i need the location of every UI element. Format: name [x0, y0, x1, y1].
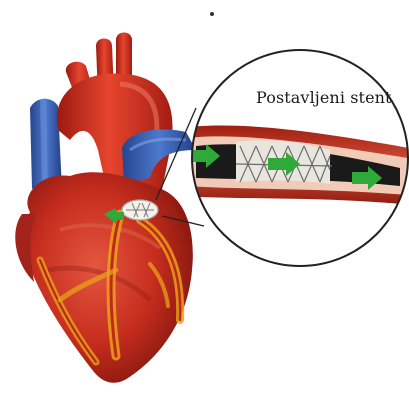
magnifier-callout — [180, 50, 409, 266]
marker-dot — [210, 12, 214, 16]
callout-label: Postavljeni stent — [256, 88, 392, 107]
